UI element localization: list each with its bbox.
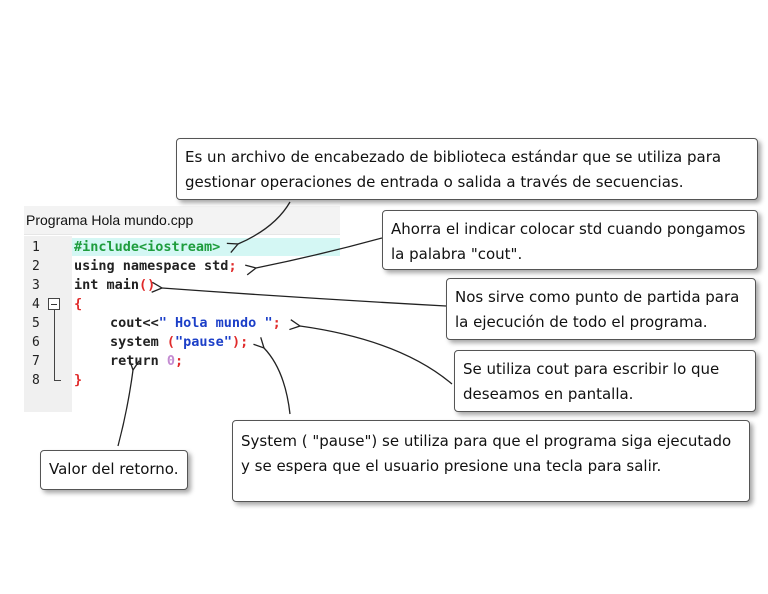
number-literal: 0: [166, 353, 176, 369]
callout-return: Valor del retorno.: [40, 450, 188, 490]
callout-text: Se utiliza cout para escribir lo que: [463, 360, 720, 378]
callout-text: System ( "pause") se utiliza para que el…: [241, 432, 732, 450]
code-line-2: using namespace std;: [74, 258, 237, 274]
arrow-cout: [300, 326, 453, 385]
arrow-main: [162, 288, 447, 307]
line-number: 7: [32, 354, 40, 369]
arrow-namespace: [256, 237, 383, 268]
code-token: cout<<: [110, 315, 159, 331]
callout-text: gestionar operaciones de entrada o salid…: [185, 173, 684, 191]
callout-pause: System ( "pause") se utiliza para que el…: [232, 420, 750, 502]
string-literal: " Hola mundo ": [158, 315, 273, 331]
include-directive: #include<iostream>: [74, 239, 221, 255]
arrow-pause: [264, 348, 291, 415]
line-number: 1: [32, 240, 40, 255]
arrow-return: [117, 370, 133, 447]
line-number: 4: [32, 297, 40, 312]
code-token: {: [74, 296, 83, 312]
code-token: );: [231, 334, 249, 350]
code-line-8: }: [74, 372, 82, 388]
code-token: ;: [228, 258, 237, 274]
file-tab[interactable]: Programa Hola mundo.cpp: [24, 206, 340, 235]
callout-text: Nos sirve como punto de partida para: [455, 288, 740, 306]
code-token: }: [74, 372, 83, 388]
callout-iostream: Es un archivo de encabezado de bibliotec…: [176, 138, 758, 200]
code-token: int main: [74, 277, 140, 293]
file-tab-label: Programa Hola mundo.cpp: [26, 212, 194, 228]
code-token: using namespace std: [74, 258, 229, 274]
code-line-5: cout<<" Hola mundo ";: [110, 315, 281, 331]
callout-main: Nos sirve como punto de partida para la …: [446, 278, 756, 340]
callout-text: Es un archivo de encabezado de bibliotec…: [185, 148, 722, 166]
code-line-6: system ("pause");: [110, 334, 248, 350]
callout-namespace: Ahorra el indicar colocar std cuando pon…: [382, 210, 758, 270]
callout-text: y se espera que el usuario presione una …: [241, 457, 662, 475]
code-token: ;: [272, 315, 281, 331]
callout-text: la palabra "cout".: [391, 245, 523, 263]
line-number: 6: [32, 335, 40, 350]
code-line-3: int main(): [74, 277, 155, 293]
fold-toggle-icon[interactable]: [48, 298, 60, 310]
code-line-1: #include<iostream>: [74, 239, 220, 255]
callout-cout: Se utiliza cout para escribir lo que des…: [454, 350, 756, 412]
line-number: 2: [32, 259, 40, 274]
callout-text: Valor del retorno.: [49, 460, 179, 478]
fold-guide-line: [54, 310, 55, 380]
fold-guide-end: [54, 380, 61, 381]
callout-text: deseamos en pantalla.: [463, 385, 634, 403]
string-literal: "pause": [175, 334, 232, 350]
code-token: ;: [175, 353, 184, 369]
code-token: (: [166, 334, 176, 350]
line-highlight: [72, 238, 340, 256]
line-number: 5: [32, 316, 40, 331]
callout-text: Ahorra el indicar colocar std cuando pon…: [391, 220, 746, 238]
line-number: 8: [32, 373, 40, 388]
arrow-iostream: [238, 201, 291, 244]
code-token: (): [139, 277, 156, 293]
code-token: system: [110, 334, 167, 350]
code-line-4: {: [74, 296, 82, 312]
line-number: 3: [32, 278, 40, 293]
callout-text: la ejecución de todo el programa.: [455, 313, 708, 331]
line-number-gutter: [24, 236, 72, 412]
